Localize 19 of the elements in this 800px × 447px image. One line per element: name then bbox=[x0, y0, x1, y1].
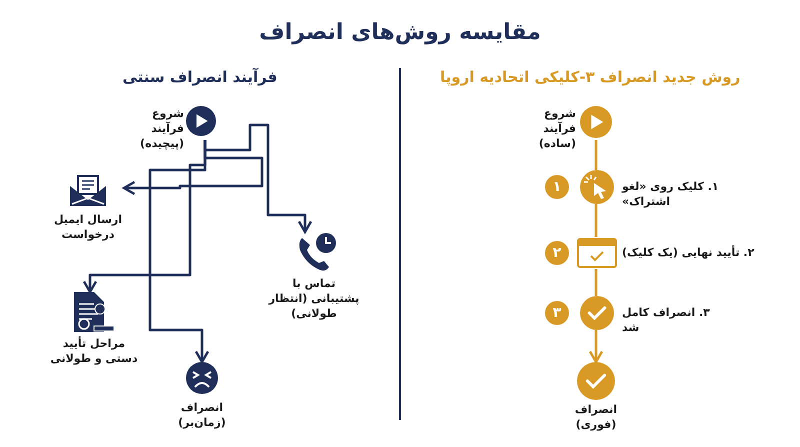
step-number-badge: ۳ bbox=[545, 301, 569, 325]
step-number-badge: ۲ bbox=[545, 241, 569, 265]
node-label: شروع فرآیند (ساده) bbox=[538, 106, 576, 151]
node-label: شروع فرآیند (پیچیده) bbox=[139, 106, 184, 151]
arrow bbox=[204, 124, 312, 234]
node-label: ارسال ایمیل درخواست bbox=[52, 212, 123, 242]
node-label: ۲. تأیید نهایی (یک کلیک) bbox=[622, 245, 756, 260]
arrow bbox=[588, 330, 604, 364]
arrow bbox=[148, 140, 210, 364]
column-heading: روش جدید انصراف ۳-کلیکی اتحادیه اروپا bbox=[440, 68, 740, 86]
step-number-badge: ۱ bbox=[545, 175, 569, 199]
node-label: انصراف (زمان‌بر) bbox=[177, 400, 227, 430]
node-label: تماس با پشتیبانی (انتظار طولانی) bbox=[268, 276, 360, 321]
node-label: انصراف (فوری) bbox=[574, 402, 618, 432]
node-label: ۳. انصراف کامل شد bbox=[622, 305, 711, 335]
column-heading: فرآیند انصراف سنتی bbox=[122, 68, 278, 86]
diagram-title: مقایسه روش‌های انصراف bbox=[258, 20, 542, 45]
node-label: ۱. کلیک روی «لغو اشتراک» bbox=[622, 179, 720, 209]
node-label: مراحل تأیید دستی و طولانی bbox=[50, 336, 138, 366]
